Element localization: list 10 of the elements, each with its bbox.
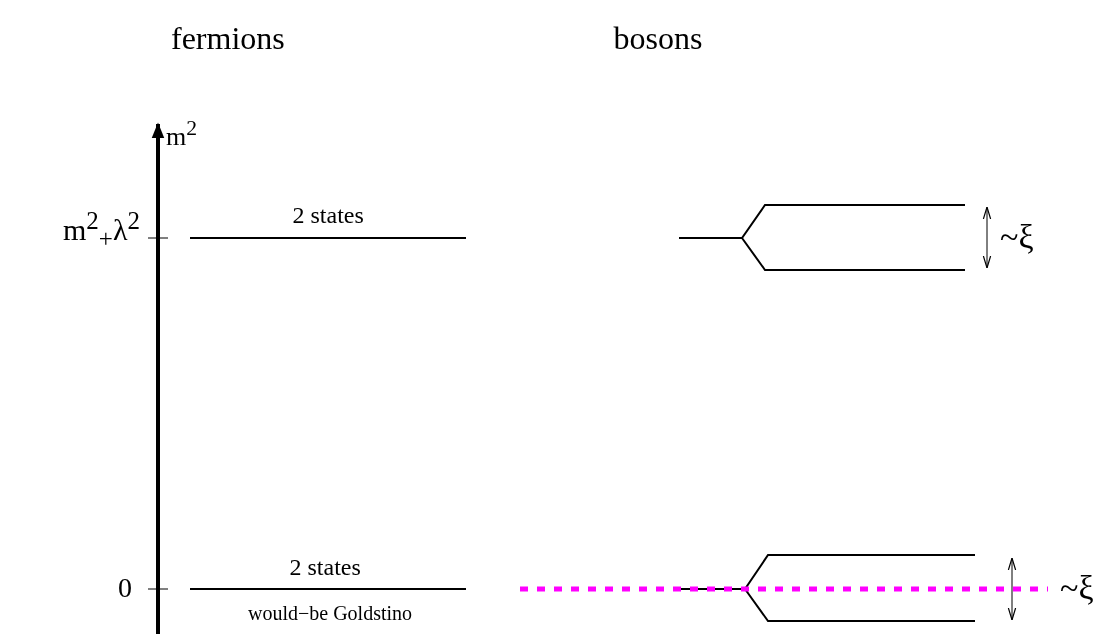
column-heading: fermions: [171, 22, 285, 54]
tick-label: 0: [118, 574, 132, 602]
level-label: m$^{2}$$_{+}$λ$^{2}$: [63, 208, 140, 251]
axis-label: m$^{2}$: [166, 118, 198, 150]
level-label: 2 states: [292, 203, 364, 227]
splitting-label: ~ξ: [1000, 220, 1034, 254]
column-heading: bosons: [613, 22, 703, 54]
level-label: 2 states: [289, 555, 361, 579]
splitting-label: ~ξ: [1060, 571, 1094, 605]
level-note: would−be Goldstino: [248, 603, 413, 623]
